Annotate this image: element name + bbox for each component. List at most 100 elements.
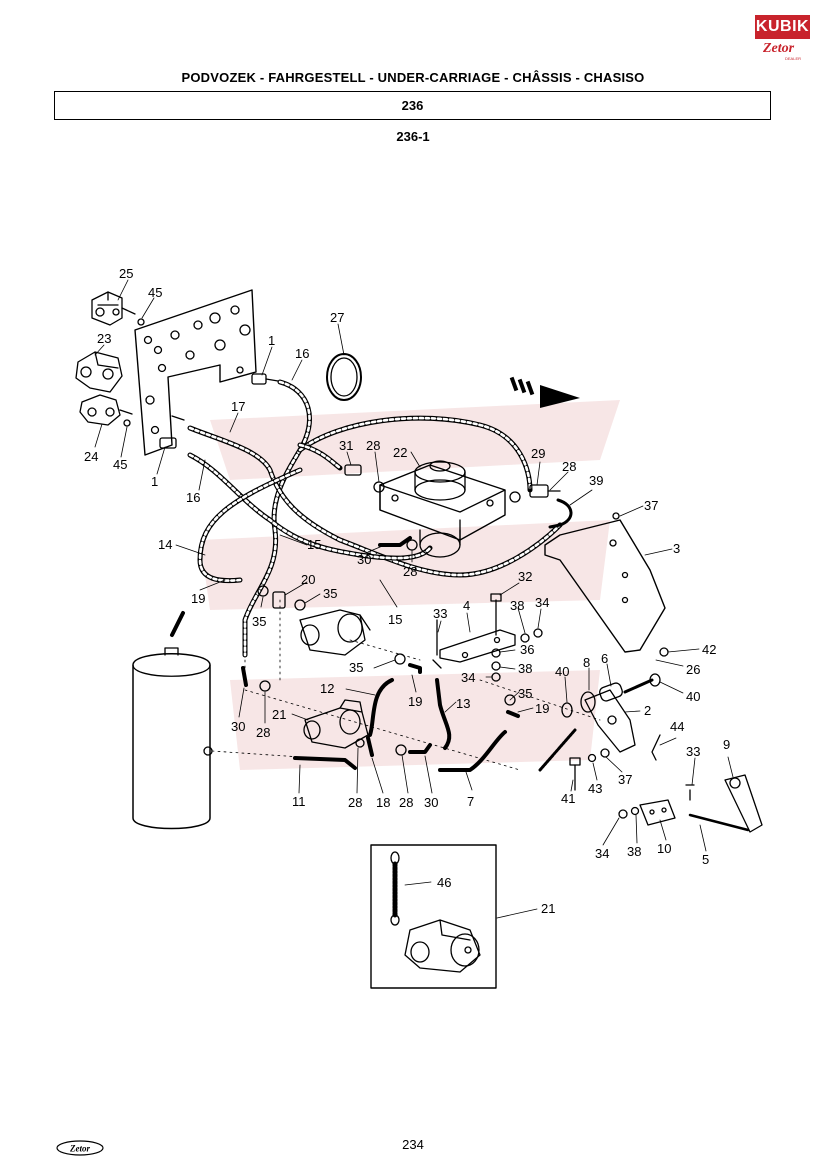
pipe-12 <box>368 678 394 737</box>
fitting-30a <box>378 536 412 547</box>
callout-33a: 33 <box>433 606 447 621</box>
pin-44 <box>651 734 661 761</box>
washer-35d <box>504 694 516 706</box>
callout-44: 44 <box>670 719 684 734</box>
callout-29: 29 <box>531 446 545 461</box>
callout-9: 9 <box>723 737 730 752</box>
hoses <box>187 379 563 658</box>
callout-7: 7 <box>467 794 474 809</box>
bolt-33b <box>685 784 695 801</box>
callout-35b: 35 <box>323 586 337 601</box>
fitting-18 <box>366 736 374 757</box>
bushing-8 <box>580 691 596 713</box>
washer-36 <box>491 648 501 658</box>
callout-12: 12 <box>320 681 334 696</box>
callout-32: 32 <box>518 569 532 584</box>
nut-42 <box>659 647 669 657</box>
leader-lines-dashed <box>211 599 601 771</box>
callout-27: 27 <box>330 310 344 325</box>
callout-45a: 45 <box>148 285 162 300</box>
compressor-22 <box>379 460 506 558</box>
callout-34a: 34 <box>535 595 549 610</box>
pipe-39 <box>548 498 573 529</box>
callout-18: 18 <box>376 795 390 810</box>
callout-43: 43 <box>588 781 602 796</box>
washer-40a <box>561 702 573 718</box>
logo-sub: Zetor <box>763 41 795 56</box>
callout-19a: 19 <box>191 591 205 606</box>
zetor-footer-logo: Zetor <box>56 1140 104 1156</box>
washer-28d <box>259 680 271 692</box>
valve-24 <box>79 394 133 426</box>
pressure-regulator <box>299 609 371 656</box>
pipe-13 <box>435 678 452 750</box>
callout-2: 2 <box>644 703 651 718</box>
nut-34a <box>533 628 543 638</box>
callout-30b: 30 <box>231 719 245 734</box>
valve-21 <box>303 699 369 749</box>
rod-5 <box>688 813 750 832</box>
callout-28c: 28 <box>403 564 417 579</box>
bracket-3 <box>544 519 666 653</box>
nut-37b <box>600 748 610 758</box>
washer-38c <box>630 806 640 816</box>
callout-1a: 1 <box>268 333 275 348</box>
fitting-1b <box>159 415 185 449</box>
washer-35a <box>257 585 269 597</box>
pipe-7 <box>438 730 507 772</box>
callout-6: 6 <box>601 651 608 666</box>
callout-26: 26 <box>686 662 700 677</box>
fitting-19b <box>408 663 422 674</box>
valve-25 <box>91 291 136 326</box>
logo-brand: KUBIK <box>755 15 810 39</box>
callout-28b: 28 <box>562 459 576 474</box>
callout-30a: 30 <box>357 552 371 567</box>
group-code-box: 236 <box>54 91 771 120</box>
callout-34b: 34 <box>461 670 475 685</box>
callout-10: 10 <box>657 841 671 856</box>
inset-box <box>370 844 497 989</box>
group-code: 236 <box>401 98 424 113</box>
callout-39: 39 <box>589 473 603 488</box>
callout-15a: 15 <box>307 537 321 552</box>
callout-24: 24 <box>84 449 98 464</box>
callout-8: 8 <box>583 655 590 670</box>
kubik-zetor-logo: KUBIK Zetor DEALER <box>755 15 810 63</box>
fitting-1a <box>251 373 279 385</box>
callout-38c: 38 <box>627 844 641 859</box>
washer-38a <box>520 633 530 643</box>
callout-35a: 35 <box>252 614 266 629</box>
logo-dealer: DEALER <box>785 56 802 61</box>
callout-1b: 1 <box>151 474 158 489</box>
rod-26 <box>623 678 654 694</box>
bolt-33a <box>432 619 442 669</box>
callout-35c: 35 <box>349 660 363 675</box>
lever-9 <box>724 774 763 833</box>
callout-4: 4 <box>463 598 470 613</box>
washer-45a <box>137 318 145 326</box>
callout-40a: 40 <box>555 664 569 679</box>
lever-bracket-2 <box>584 689 636 753</box>
callout-28a: 28 <box>366 438 380 453</box>
fitting-30c <box>408 743 432 754</box>
leader-lines <box>94 279 734 919</box>
nut-34c <box>618 809 628 819</box>
callout-17: 17 <box>231 399 245 414</box>
washer-28b <box>509 491 521 503</box>
callout-37b: 37 <box>618 772 632 787</box>
page-title: PODVOZEK - FAHRGESTELL - UNDER-CARRIAGE … <box>181 70 645 85</box>
footer-logo-text: Zetor <box>69 1144 90 1154</box>
callout-45b: 45 <box>113 457 127 472</box>
callout-30c: 30 <box>424 795 438 810</box>
washer-28f <box>395 744 407 756</box>
callout-15b: 15 <box>388 612 402 627</box>
callout-labels: 25 45 23 24 45 1 1 16 16 17 27 31 28 22 … <box>84 266 730 916</box>
callout-28d: 28 <box>256 725 270 740</box>
callout-3: 3 <box>673 541 680 556</box>
callout-40b: 40 <box>686 689 700 704</box>
fitting-19a <box>170 611 185 637</box>
spring-46 <box>390 851 400 926</box>
callout-23: 23 <box>97 331 111 346</box>
sleeve-6 <box>599 682 623 702</box>
